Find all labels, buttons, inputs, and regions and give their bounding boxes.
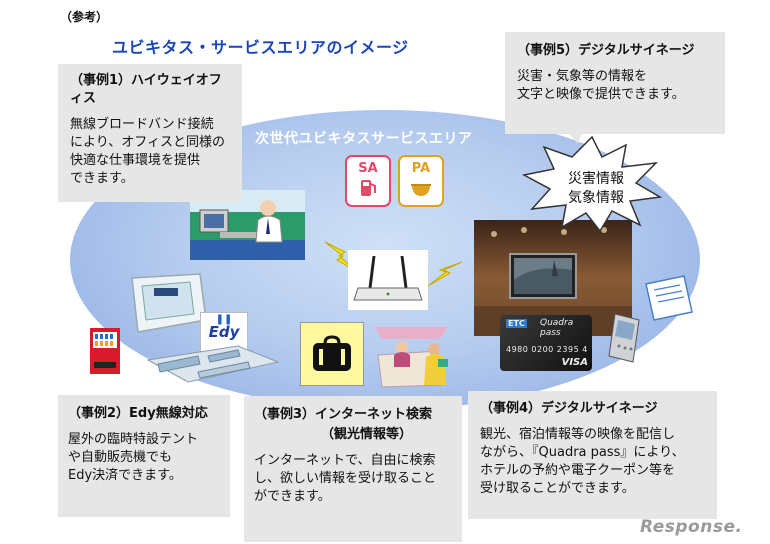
page-title: ユビキタス・サービスエリアのイメージ xyxy=(112,38,409,57)
response-logo: Response. xyxy=(640,517,743,537)
burst-line-1: 災害情報 xyxy=(568,171,624,187)
card-etc-label: ETC xyxy=(506,319,527,328)
case5-heading: （事例5）デジタルサイネージ xyxy=(517,43,695,58)
case1-callout: （事例1）ハイウェイオフィス 無線ブロードバンド接続 により、オフィスと同様の … xyxy=(58,64,242,202)
case4-heading: （事例4）デジタルサイネージ xyxy=(480,401,658,416)
card-brand-label: Quadra pass xyxy=(540,318,574,338)
case4-callout: （事例4）デジタルサイネージ 観光、宿泊情報等の映像を配信し ながら、『Quad… xyxy=(468,391,717,519)
case3-callout: （事例3）インターネット検索 （観光情報等） インターネットで、自由に検索 し、… xyxy=(244,396,462,542)
burst-text: 災害情報 気象情報 xyxy=(560,170,632,208)
briefcase-icon xyxy=(300,322,364,386)
alert-burst-shape xyxy=(522,135,662,231)
office-worker-illustration xyxy=(190,190,305,260)
case3-heading: （事例3）インターネット検索 xyxy=(254,407,433,422)
pa-badge: PA xyxy=(398,155,444,207)
store-floorplan-illustration xyxy=(146,345,280,383)
burst-line-2: 気象情報 xyxy=(568,190,624,206)
case2-body: 屋外の臨時特設テント や自動販売機でも Edy決済できます。 xyxy=(68,432,199,483)
fuel-pump-icon xyxy=(361,180,376,196)
case1-body: 無線ブロードバンド接続 により、オフィスと同様の 快適な仕事環境を提供 できます… xyxy=(70,117,225,186)
bowl-icon xyxy=(411,184,431,196)
case4-body: 観光、宿泊情報等の映像を配信し ながら、『Quadra pass』により、 ホテ… xyxy=(480,427,685,496)
reference-label: （参考） xyxy=(60,10,109,24)
case3-body: インターネットで、自由に検索 し、欲しい情報を受け取ること ができます。 xyxy=(254,453,437,504)
edy-logo-text: Edy xyxy=(208,323,240,341)
case5-callout-pointer xyxy=(552,114,588,144)
e-coupon-document-icon xyxy=(645,275,693,321)
case2-callout: （事例2）Edy無線対応 屋外の臨時特設テント や自動販売機でも Edy決済でき… xyxy=(58,395,230,517)
mobile-phone-icon xyxy=(608,313,640,363)
case5-callout: （事例5）デジタルサイネージ 災害・気象等の情報を 文字と映像で提供できます。 xyxy=(505,32,725,134)
case1-heading: （事例1）ハイウェイオフィス xyxy=(70,73,222,106)
case2-heading: （事例2）Edy無線対応 xyxy=(68,406,208,421)
edy-terminal-illustration xyxy=(131,273,207,333)
case5-body: 災害・気象等の情報を 文字と映像で提供できます。 xyxy=(517,69,685,102)
edy-logo: ❚❚ Edy xyxy=(200,312,248,352)
case1-callout-pointer xyxy=(200,160,236,192)
lightning-bolt-icon-2 xyxy=(427,261,463,287)
pa-label: PA xyxy=(411,161,431,176)
quadra-pass-card: ETC Quadra pass 4980 0200 2395 4 VISA xyxy=(500,315,592,371)
card-visa-label: VISA xyxy=(561,357,588,368)
card-number: 4980 0200 2395 4 xyxy=(506,345,588,354)
tourist-info-counter-illustration xyxy=(374,327,448,388)
wireless-router-illustration xyxy=(348,250,428,310)
service-area-title: 次世代ユビキタスサービスエリア xyxy=(255,131,473,147)
sa-badge: SA xyxy=(345,155,391,207)
case3-subheading: （観光情報等） xyxy=(320,427,412,442)
sa-label: SA xyxy=(358,161,378,176)
vending-machine-illustration xyxy=(90,328,120,374)
